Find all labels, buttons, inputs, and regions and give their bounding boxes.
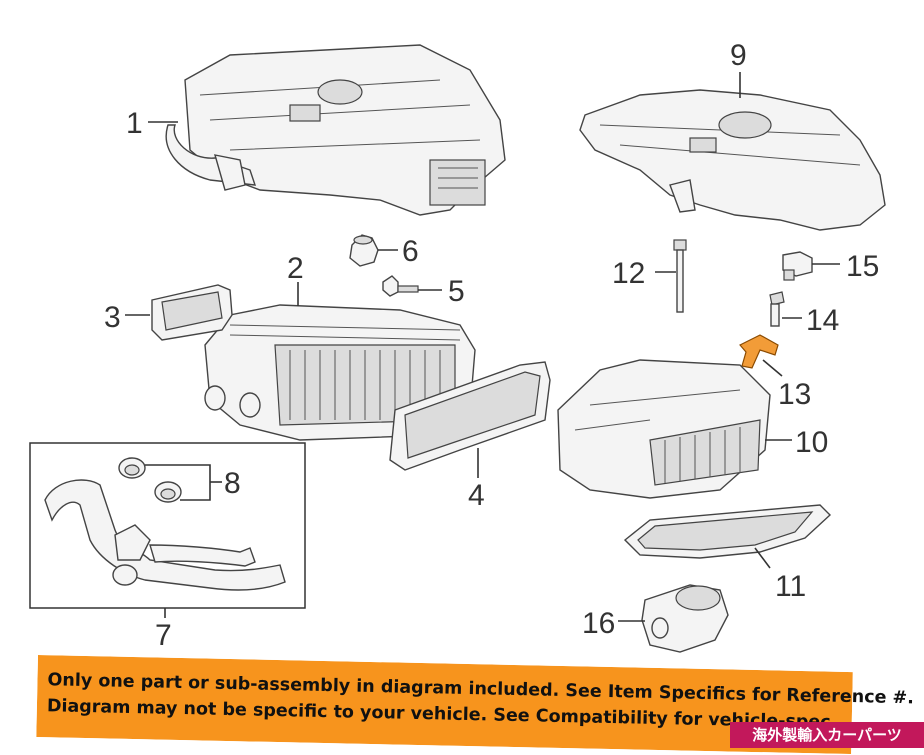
callout-3: 3	[104, 301, 121, 334]
part-6-isolator	[349, 234, 379, 267]
part-14-bolt	[769, 291, 785, 327]
part-7-hose-assembly	[29, 442, 306, 609]
part-9-engine-cover	[579, 89, 886, 231]
part-12-stud	[673, 239, 687, 313]
seller-tag: 海外製輸入カーパーツ	[730, 722, 924, 748]
part-11-gasket	[623, 504, 832, 559]
callout-8: 8	[224, 467, 241, 500]
leader-11	[754, 547, 771, 569]
part-3-gasket	[151, 284, 233, 341]
part-1-supercharger-housing	[165, 44, 506, 216]
leader-13	[762, 359, 783, 377]
part-10-lower-housing	[557, 359, 771, 499]
part-15-sensor	[782, 251, 813, 281]
callout-6: 6	[402, 235, 419, 268]
part-4-lower-gasket	[389, 361, 551, 471]
callout-12: 12	[612, 257, 645, 290]
callout-16: 16	[582, 607, 615, 640]
callout-7: 7	[155, 619, 172, 652]
part-16-throttle-body	[641, 584, 729, 653]
callout-2: 2	[287, 252, 304, 285]
callout-11: 11	[775, 570, 806, 603]
part-13-highlighted	[739, 334, 779, 369]
part-5-bolt	[382, 275, 419, 297]
callout-9: 9	[730, 39, 747, 72]
callout-1: 1	[126, 107, 143, 140]
disclaimer-banner: Only one part or sub-assembly in diagram…	[36, 655, 914, 755]
callout-10: 10	[795, 426, 828, 459]
banner-background	[36, 655, 853, 755]
callout-13: 13	[778, 378, 811, 411]
part-8-hose-clamps	[118, 457, 182, 503]
callout-5: 5	[448, 275, 465, 308]
callout-15: 15	[846, 250, 879, 283]
callout-4: 4	[468, 479, 485, 512]
callout-14: 14	[806, 304, 839, 337]
